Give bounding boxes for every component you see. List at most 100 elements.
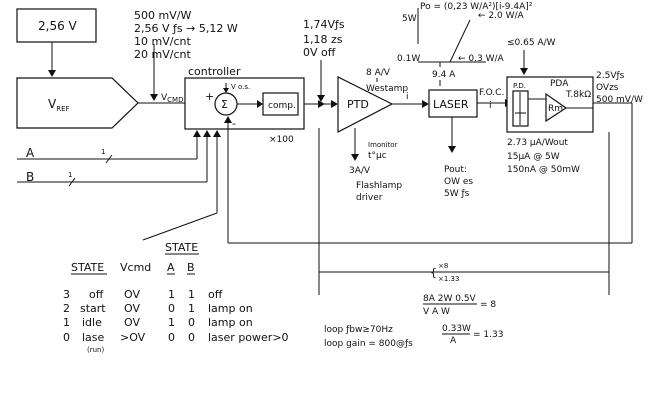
power-curve-line [449,19,471,63]
svg-text:1: 1 [168,288,175,301]
ptd-block [337,76,394,133]
input-a-label: A [26,146,35,160]
svg-text:lamp on: lamp on [208,302,253,315]
svg-text:0: 0 [63,331,70,344]
svg-text:lase: lase [82,331,105,344]
calc2-den: A [450,336,457,346]
state-col-header: STATE [71,261,104,274]
loop-gain-text: loop gain = 800@ƒs [324,339,413,349]
ptd-note-3: 0V off [303,46,336,59]
summer-minus: - [232,117,236,130]
comp-block [262,92,299,116]
pda-out-3: 500 mV/W [596,95,643,105]
ptd-current: i [406,92,409,102]
curve-01w-label: 0.1W [397,54,420,64]
state-row-2: 2 start OV 0 1 lamp on [63,302,253,315]
pda-label: PDA [550,79,569,89]
ptd-note-2: 1,18 zs [303,33,343,46]
gain-option-1: ×8 [438,262,448,270]
comp-label: comp. [268,101,296,111]
state-table-title: STATE [165,241,198,254]
curve-03wa-label: ← 0.3 W/A [458,54,505,64]
pout-full: 5W ƒs [444,189,470,199]
calc2-result: = 1.33 [473,330,503,340]
svg-text:0: 0 [168,331,175,344]
summer-symbol: Σ [221,98,228,111]
input-b-label: B [26,170,34,184]
curve-2wa-label: ← 2.0 W/A [478,11,525,21]
vcmd-col-header: Vcmd [120,261,151,274]
run-note: (run) [87,346,104,354]
pda-resp-2: 15μA @ 5W [507,152,560,162]
input-note-3: 10 mV/cnt [134,35,191,48]
reference-source-label: 2,56 V [38,19,78,33]
svg-text:OV: OV [124,302,140,315]
svg-text:>OV: >OV [120,331,146,344]
svg-text:1: 1 [188,288,195,301]
pout-title: Pout: [444,165,467,175]
input-a-bits: 1 [101,148,105,156]
state-row-3: 3 off OV 1 1 off [63,288,223,301]
laser-label: LASER [433,98,469,111]
svg-text:1: 1 [63,316,70,329]
gain-option-2: ×1.33 [438,275,459,283]
loop-bw: loop ƒbw≥70Hz [324,325,393,335]
svg-text:off: off [208,288,223,301]
svg-text:0: 0 [168,302,175,315]
vcmd-label: VCMD [161,93,184,104]
input-b-bits: 1 [68,171,72,179]
svg-text:1: 1 [168,316,175,329]
input-note-1: 500 mV/W [134,9,191,22]
calc1-result: = 8 [480,300,496,310]
calc1-num: 8A 2W 0.5V [423,294,477,304]
calc1-den: V A W [423,307,450,317]
pda-resp-3: 150nA @ 50mW [507,165,580,175]
state-row-0: 0 lase >OV 0 0 laser power>0 [63,331,289,344]
laser-block [428,89,478,118]
curve-threshold-label: 9.4 A [432,70,456,80]
po-formula: Po = (0,23 W/A²)[i-9.4A]² [420,2,533,12]
svg-text:0: 0 [188,331,195,344]
pda-loss-note: ≤0.65 A/W [507,38,556,48]
offset-label: V o.s. [231,83,250,91]
svg-text:1: 1 [188,302,195,315]
svg-text:laser power>0: laser power>0 [208,331,289,344]
westamp-label: Westamp [366,84,408,94]
ptd-gain-note: 8 A/V [366,68,391,78]
state-row-1: 1 idle OV 1 0 lamp on [63,316,253,329]
summer-plus: + [205,90,214,103]
ptd-label: PTD [347,98,369,111]
imonitor-sub: t°μc [368,151,387,161]
svg-text:OV: OV [124,288,140,301]
b-col-header: B [187,261,195,274]
svg-text:start: start [80,302,106,315]
reference-source-box [16,8,97,43]
pda-out-1: 2.5Vƒs [596,71,625,81]
vref-block [16,77,139,129]
controller-gain: ×100 [269,135,294,145]
controller-title: controller [188,65,241,78]
svg-text:0: 0 [188,316,195,329]
pda-out-2: OVzs [596,83,619,93]
foc-current: i [489,101,492,111]
svg-text:3: 3 [63,288,70,301]
rm-label: Rm [548,104,563,114]
vref-label: VREF [48,97,70,113]
flashlamp-label: Flashlamp [356,181,402,191]
curve-5w-label: 5W [402,14,417,24]
svg-text:idle: idle [82,316,102,329]
pd-label: P.D. [513,82,526,90]
flash-current: 3A/V [349,166,371,176]
calc2-num: 0.33W [442,324,471,334]
svg-text:2: 2 [63,302,70,315]
flashlamp-driver-label: driver [356,193,383,203]
input-note-2: 2,56 V ƒs → 5,12 W [134,22,238,35]
gain-bracket: { [430,266,437,279]
pda-resp-1: 2.73 μA/Wout [507,138,568,148]
ptd-note-1: 1,74Vƒs [303,18,345,31]
svg-text:lamp on: lamp on [208,316,253,329]
svg-text:off: off [89,288,104,301]
svg-text:OV: OV [124,316,140,329]
imonitor-label: Imonitor [368,141,398,149]
